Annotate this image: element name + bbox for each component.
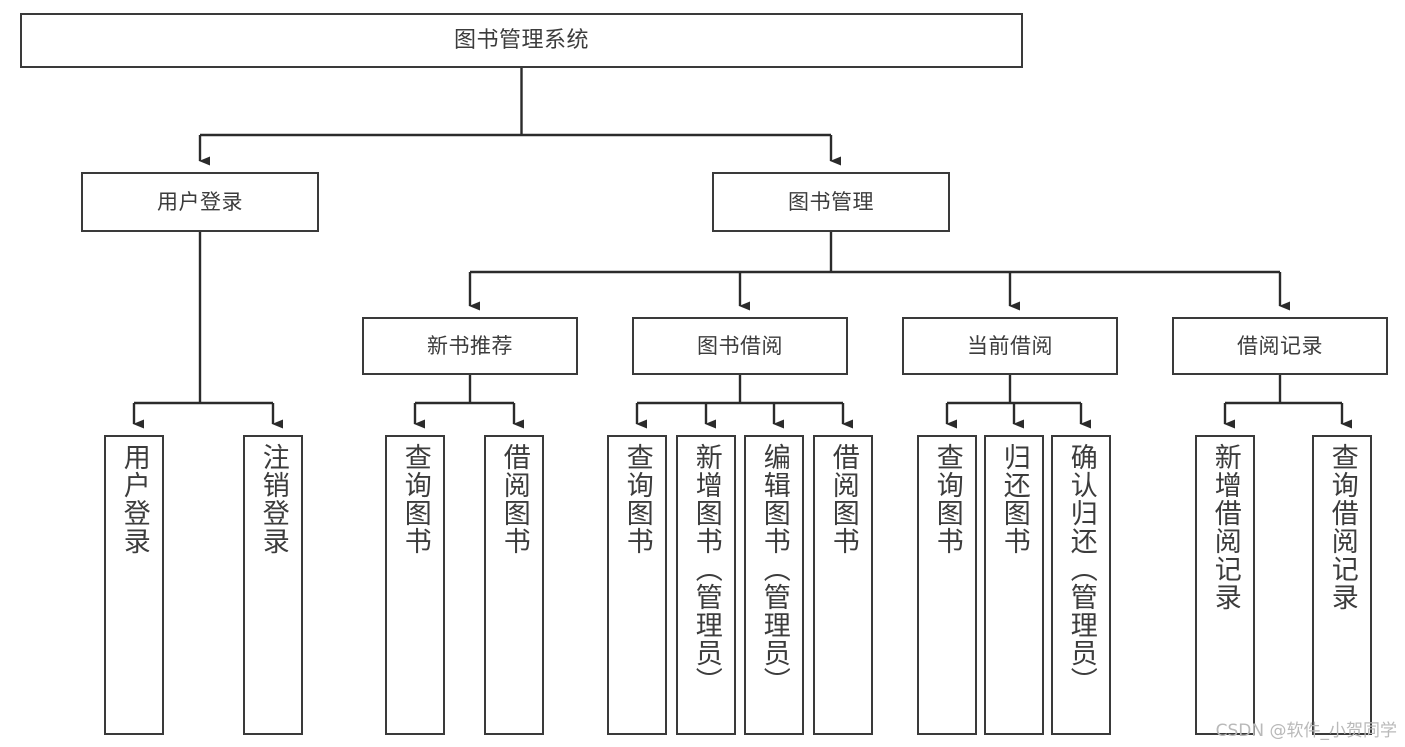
node-label: 借阅记录 — [1237, 333, 1323, 358]
node-label: 编辑图书（管理员） — [758, 443, 790, 695]
node-label: 图书管理 — [788, 189, 874, 214]
node-label: 新增借阅记录 — [1209, 443, 1241, 611]
node-login[interactable]: 用户登录 — [81, 172, 319, 232]
node-label: 查询图书 — [621, 443, 653, 555]
node-label: 查询图书 — [399, 443, 431, 555]
node-leaf-new-2[interactable]: 借阅图书 — [484, 435, 544, 735]
node-leaf-borrow-1[interactable]: 查询图书 — [607, 435, 667, 735]
node-label: 新书推荐 — [427, 333, 513, 358]
node-label: 图书借阅 — [697, 333, 783, 358]
node-leaf-rec-1[interactable]: 新增借阅记录 — [1195, 435, 1255, 735]
node-leaf-borrow-4[interactable]: 借阅图书 — [813, 435, 873, 735]
node-borrow[interactable]: 图书借阅 — [632, 317, 848, 375]
node-label: 当前借阅 — [967, 333, 1053, 358]
node-label: 用户登录 — [118, 443, 150, 555]
node-label: 注销登录 — [257, 443, 289, 555]
node-label: 借阅图书 — [827, 443, 859, 555]
node-newbook[interactable]: 新书推荐 — [362, 317, 578, 375]
node-leaf-rec-2[interactable]: 查询借阅记录 — [1312, 435, 1372, 735]
node-leaf-cur-2[interactable]: 归还图书 — [984, 435, 1044, 735]
node-bookmgmt[interactable]: 图书管理 — [712, 172, 950, 232]
node-label: 用户登录 — [157, 189, 243, 214]
node-leaf-login-1[interactable]: 用户登录 — [104, 435, 164, 735]
node-records[interactable]: 借阅记录 — [1172, 317, 1388, 375]
node-label: 归还图书 — [998, 443, 1030, 555]
node-label: 图书管理系统 — [453, 27, 589, 53]
node-label: 新增图书（管理员） — [690, 443, 722, 695]
connector-lines — [132, 68, 1352, 429]
node-label: 查询图书 — [931, 443, 963, 555]
node-label: 借阅图书 — [498, 443, 530, 555]
node-label: 查询借阅记录 — [1326, 443, 1358, 611]
node-current[interactable]: 当前借阅 — [902, 317, 1118, 375]
node-root[interactable]: 图书管理系统 — [20, 13, 1023, 68]
node-leaf-login-2[interactable]: 注销登录 — [243, 435, 303, 735]
node-leaf-cur-3[interactable]: 确认归还（管理员） — [1051, 435, 1111, 735]
node-leaf-borrow-3[interactable]: 编辑图书（管理员） — [744, 435, 804, 735]
csdn-watermark: CSDN @软件_小贺同学 — [1215, 721, 1397, 741]
node-label: 确认归还（管理员） — [1065, 443, 1097, 695]
node-leaf-new-1[interactable]: 查询图书 — [385, 435, 445, 735]
node-leaf-cur-1[interactable]: 查询图书 — [917, 435, 977, 735]
node-leaf-borrow-2[interactable]: 新增图书（管理员） — [676, 435, 736, 735]
